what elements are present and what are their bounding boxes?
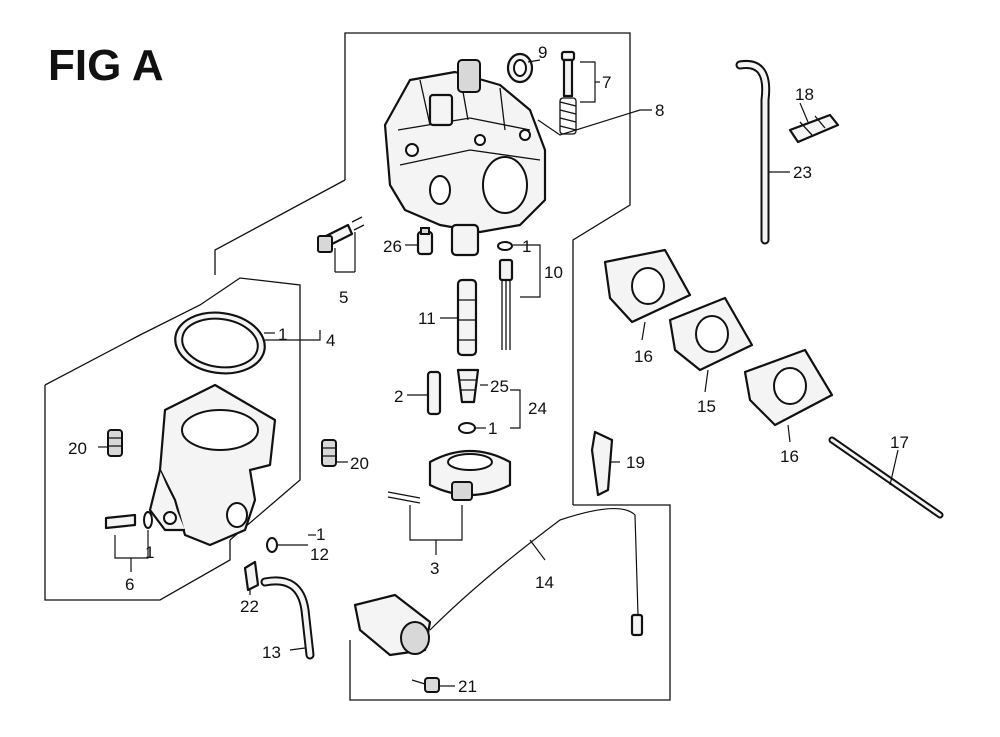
part-13-hose	[260, 576, 315, 660]
callout-7: 7	[602, 73, 611, 92]
part-17-stud	[828, 436, 944, 519]
part-4-float-chamber	[148, 383, 277, 547]
part-19-clip	[590, 430, 614, 497]
callout-6: 6	[125, 575, 134, 594]
part-20-screw-left	[107, 429, 123, 457]
callout-22: 22	[240, 597, 259, 616]
callout-20-right: 20	[350, 454, 369, 473]
part-14-solenoid	[353, 508, 644, 657]
callout-8: 8	[655, 101, 664, 120]
callout-1-drain-washer: 1	[145, 543, 154, 562]
figure-title: FIG A	[48, 41, 164, 90]
part-20-screw-right	[321, 439, 337, 467]
part-16-gasket-lower	[743, 348, 834, 427]
part-23-tube	[735, 59, 771, 245]
group-outline-float-bowl	[44, 385, 231, 601]
part-10-jet-rod	[497, 241, 514, 350]
part-5-screw	[316, 216, 365, 253]
callout-25: 25	[490, 377, 509, 396]
callout-1-jet-washer: 1	[522, 237, 531, 256]
carburetor-body	[383, 59, 547, 257]
callout-17: 17	[890, 433, 909, 452]
leader-lines	[98, 59, 899, 687]
callout-21: 21	[458, 677, 477, 696]
callout-15: 15	[697, 397, 716, 416]
callout-23: 23	[793, 163, 812, 182]
callout-1-float-washer: 1	[488, 419, 497, 438]
callout-1-oring: 1	[278, 325, 287, 344]
callout-12: 12	[310, 545, 329, 564]
callout-4: 4	[326, 331, 335, 350]
callout-24: 24	[528, 399, 547, 418]
callout-5: 5	[339, 288, 348, 307]
callout-18: 18	[795, 85, 814, 104]
part-22-clamp	[243, 560, 260, 592]
group-outline-float-bowl-top	[44, 277, 301, 541]
part-25-jet	[456, 368, 480, 404]
part-1-washer-c	[458, 422, 476, 434]
callout-10: 10	[544, 263, 563, 282]
callout-3: 3	[430, 559, 439, 578]
group-outline-carburetor-left	[214, 179, 346, 275]
callout-13: 13	[262, 643, 281, 662]
part-6-screw	[104, 511, 153, 530]
callout-20-left: 20	[68, 439, 87, 458]
callout-19: 19	[626, 453, 645, 472]
part-11-tube	[456, 278, 478, 357]
part-1-oring-bowl	[174, 311, 266, 375]
callout-11: 11	[418, 309, 436, 328]
group-outline-solenoid	[349, 504, 671, 701]
callout-14: 14	[535, 573, 554, 592]
callout-16-upper: 16	[634, 347, 653, 366]
part-9-seal	[506, 52, 534, 84]
part-12-washer	[266, 537, 278, 553]
part-3-float	[387, 449, 512, 504]
part-18-clip	[788, 113, 840, 144]
group-outline-carburetor	[344, 32, 631, 505]
callout-16-lower: 16	[780, 447, 799, 466]
part-21-screw	[411, 677, 440, 693]
callout-1-solenoid-washer: 1	[316, 525, 325, 544]
part-26-nozzle	[416, 227, 434, 256]
callout-26: 26	[383, 237, 402, 256]
part-7-screw-spring	[559, 50, 577, 135]
callout-9: 9	[538, 43, 547, 62]
part-2-pin	[426, 370, 442, 416]
callout-2: 2	[394, 387, 403, 406]
part-16-gasket-upper	[603, 248, 692, 324]
part-15-insulator	[668, 296, 754, 372]
